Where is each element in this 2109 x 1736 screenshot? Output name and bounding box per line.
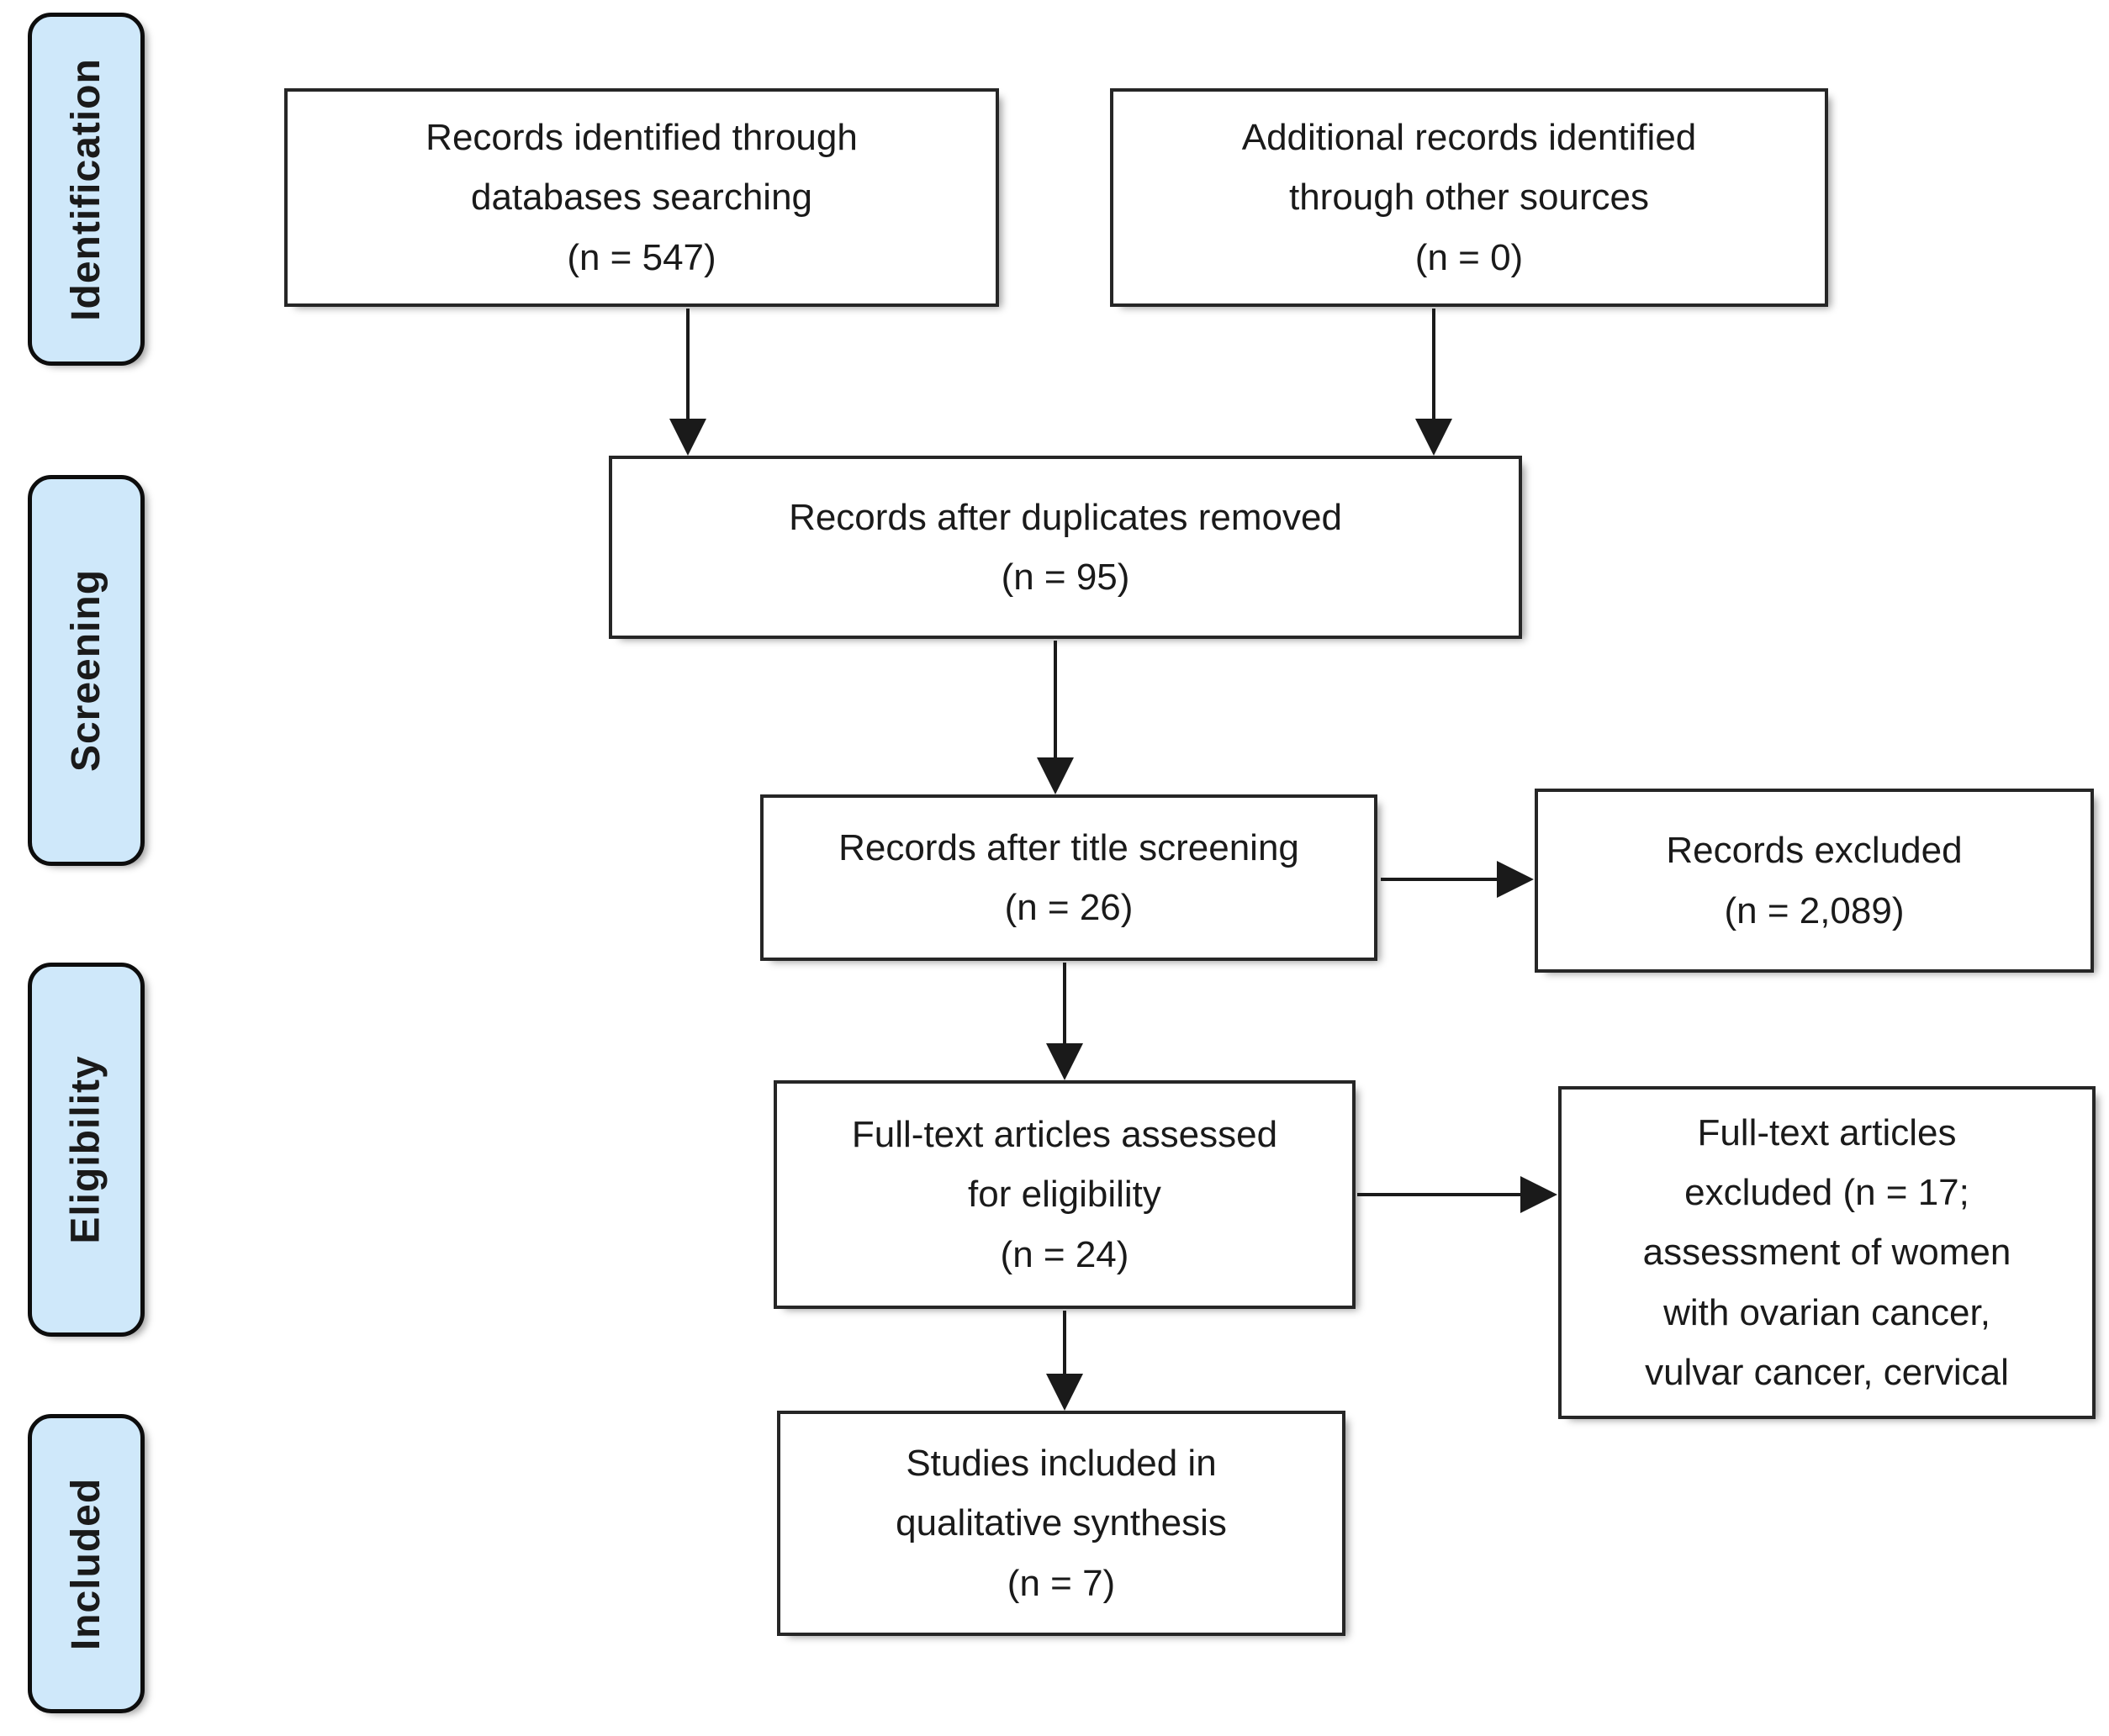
arrow-identified-to-duplicates xyxy=(669,309,706,456)
stage-band-eligibility: Eligibility xyxy=(28,963,145,1337)
flow-box-title-screening-text: Records after title screening (n = 26) xyxy=(838,826,1299,928)
flow-box-after-duplicates-text: Records after duplicates removed (n = 95… xyxy=(789,496,1342,598)
flow-box-after-duplicates: Records after duplicates removed (n = 95… xyxy=(609,456,1522,639)
flow-box-included-qualitative-text: Studies included in qualitative synthesi… xyxy=(896,1443,1227,1604)
stage-band-included: Included xyxy=(28,1414,145,1713)
stage-label-eligibility: Eligibility xyxy=(64,1055,109,1244)
flow-box-records-excluded: Records excluded (n = 2,089) xyxy=(1535,789,2094,973)
flow-box-records-identified-text: Records identified through databases sea… xyxy=(426,117,858,278)
stage-label-screening: Screening xyxy=(64,568,109,773)
stage-band-identification: Identification xyxy=(28,13,145,366)
arrow-title-screening-to-records-excluded xyxy=(1381,861,1534,898)
flow-box-additional-records: Additional records identified through ot… xyxy=(1110,88,1828,307)
arrow-duplicates-to-title-screening xyxy=(1037,641,1074,794)
flow-box-fulltext-excluded-text: Full-text articles excluded (n = 17; ass… xyxy=(1642,1111,2011,1393)
stage-band-screening: Screening xyxy=(28,475,145,866)
arrow-additional-to-duplicates xyxy=(1415,309,1452,456)
arrow-title-screening-to-fulltext-assessed xyxy=(1046,963,1083,1080)
flow-box-records-excluded-text: Records excluded (n = 2,089) xyxy=(1666,830,1963,931)
stage-label-included: Included xyxy=(64,1477,108,1650)
arrow-fulltext-assessed-to-fulltext-excluded xyxy=(1357,1176,1557,1213)
flow-box-records-identified: Records identified through databases sea… xyxy=(284,88,999,307)
stage-label-identification: Identification xyxy=(64,57,109,321)
arrow-fulltext-assessed-to-included xyxy=(1046,1311,1083,1411)
flow-box-fulltext-assessed: Full-text articles assessed for eligibil… xyxy=(774,1080,1356,1309)
flow-box-fulltext-assessed-text: Full-text articles assessed for eligibil… xyxy=(851,1114,1278,1275)
flow-box-included-qualitative: Studies included in qualitative synthesi… xyxy=(777,1411,1345,1636)
flow-box-fulltext-excluded: Full-text articles excluded (n = 17; ass… xyxy=(1558,1086,2096,1419)
flow-box-additional-records-text: Additional records identified through ot… xyxy=(1241,117,1697,278)
flow-box-title-screening: Records after title screening (n = 26) xyxy=(760,794,1377,961)
